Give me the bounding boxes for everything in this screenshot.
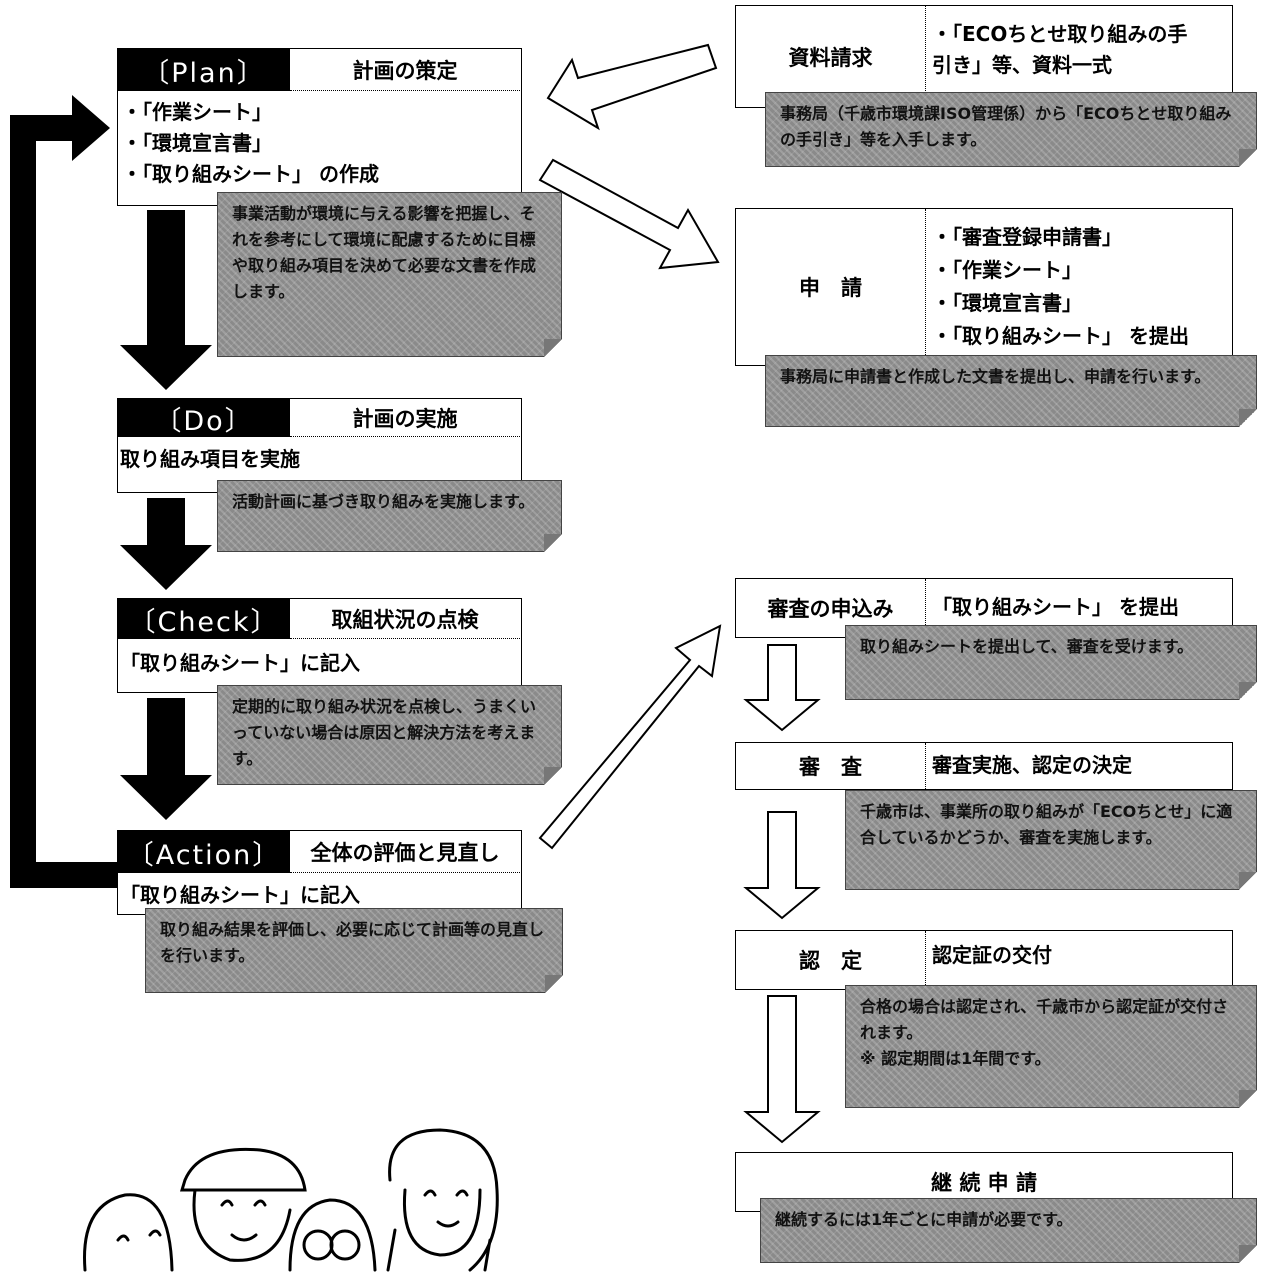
do-line-1: 取り組み項目を実施	[120, 447, 300, 471]
renew-box: 継 続 申 請	[735, 1152, 1233, 1212]
plan-note: 事業活動が環境に与える影響を把握し、それを参考にして環境に配慮するために目標や取…	[217, 192, 562, 357]
do-title: 計画の実施	[290, 399, 520, 437]
audit-apply-note: 取り組みシートを提出して、審査を受けます。	[845, 625, 1257, 700]
apply-line-4: ・「取り組みシート」 を提出	[932, 324, 1189, 348]
audit-apply-box: 審査の申込み 「取り組みシート」 を提出	[735, 578, 1233, 638]
certify-note: 合格の場合は認定され、千歳市から認定証が交付されます。 ※ 認定期間は1年間です…	[845, 985, 1257, 1108]
audit-note: 千歳市は、事業所の取り組みが「ECOちとせ」に適合しているかどうか、審査を実施し…	[845, 790, 1257, 890]
plan-line-1: ・「作業シート」	[122, 100, 272, 124]
certify-box: 認 定 認定証の交付	[735, 930, 1233, 990]
do-header: 〔Do〕	[118, 399, 290, 437]
plan-line-3: ・「取り組みシート」 の作成	[122, 162, 379, 186]
down-arrow-audit-apply	[743, 644, 821, 732]
action-line-1: 「取り組みシート」に記入	[120, 883, 360, 907]
children-illustration	[83, 1128, 499, 1272]
request-label: 資料請求	[736, 6, 926, 107]
check-line-1: 「取り組みシート」に記入	[120, 651, 360, 675]
certify-line-1: 認定証の交付	[932, 943, 1052, 967]
check-note: 定期的に取り組み状況を点検し、うまくいっていない場合は原因と解決方法を考えます。	[217, 685, 562, 785]
audit-apply-line-1: 「取り組みシート」 を提出	[932, 595, 1179, 619]
arrow-request-to-plan	[546, 43, 718, 131]
renew-label: 継 続 申 請	[931, 1171, 1037, 1195]
down-arrow-check-action	[120, 698, 212, 820]
action-box: 〔Action〕 全体の評価と見直し 「取り組みシート」に記入	[117, 830, 522, 915]
loop-arrow	[10, 95, 128, 888]
arrow-plan-to-apply	[538, 158, 720, 270]
action-title: 全体の評価と見直し	[290, 831, 520, 873]
apply-line-1: ・「審査登録申請書」	[932, 225, 1122, 249]
apply-label: 申 請	[736, 209, 926, 365]
do-note: 活動計画に基づき取り組みを実施します。	[217, 480, 562, 552]
request-line-2: 引き」等、資料一式	[932, 53, 1112, 77]
plan-line-2: ・「環境宣言書」	[122, 131, 272, 155]
action-note: 取り組み結果を評価し、必要に応じて計画等の見直しを行います。	[145, 908, 563, 993]
audit-line-1: 審査実施、認定の決定	[932, 753, 1132, 777]
down-arrow-do-check	[120, 498, 212, 590]
plan-header: 〔Plan〕	[118, 49, 290, 91]
renew-note: 継続するには1年ごとに申請が必要です。	[760, 1198, 1257, 1263]
audit-box: 審 査 審査実施、認定の決定	[735, 742, 1233, 790]
apply-box: 申 請 ・「審査登録申請書」 ・「作業シート」 ・「環境宣言書」 ・「取り組みシ…	[735, 208, 1233, 366]
check-header: 〔Check〕	[118, 599, 290, 639]
apply-note: 事務局に申請書と作成した文書を提出し、申請を行います。	[765, 355, 1257, 427]
certify-label: 認 定	[736, 931, 926, 989]
do-box: 〔Do〕 計画の実施 取り組み項目を実施	[117, 398, 522, 493]
arrow-action-to-audit	[538, 624, 722, 850]
plan-box: 〔Plan〕 計画の策定 ・「作業シート」 ・「環境宣言書」 ・「取り組みシート…	[117, 48, 522, 206]
down-arrow-plan-do	[120, 210, 212, 390]
audit-apply-label: 審査の申込み	[736, 579, 926, 637]
check-box: 〔Check〕 取組状況の点検 「取り組みシート」に記入	[117, 598, 522, 693]
request-line-1: ・「ECOちとせ取り組みの手	[932, 22, 1188, 46]
down-arrow-certify	[743, 995, 821, 1144]
apply-line-2: ・「作業シート」	[932, 258, 1082, 282]
apply-line-3: ・「環境宣言書」	[932, 291, 1082, 315]
plan-title: 計画の策定	[290, 49, 520, 91]
check-title: 取組状況の点検	[290, 599, 520, 639]
audit-label: 審 査	[736, 743, 926, 789]
action-header: 〔Action〕	[118, 831, 290, 873]
down-arrow-audit	[743, 811, 821, 920]
request-note: 事務局（千歳市環境課ISO管理係）から「ECOちとせ取り組みの手引き」等を入手し…	[765, 92, 1257, 167]
